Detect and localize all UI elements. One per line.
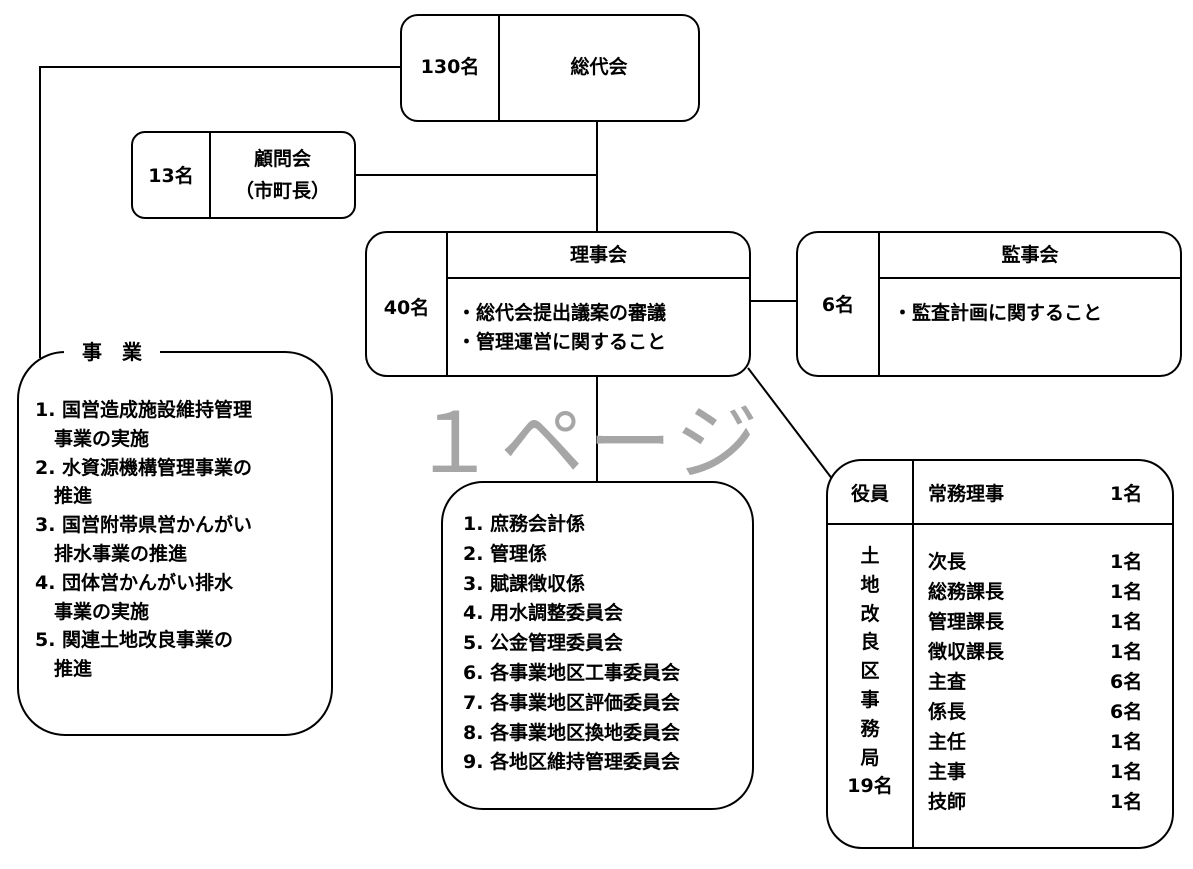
section-item: 2. 管理係 — [463, 542, 548, 565]
section-item: 7. 各事業地区評価委員会 — [463, 691, 681, 714]
business-item: 推進 — [35, 485, 93, 508]
staff-count: 6名 — [1110, 701, 1143, 723]
general-assembly-box: 130名 総代会 — [400, 14, 700, 122]
line-board-office — [747, 367, 834, 481]
staff-row: 主査 6名 — [928, 671, 1158, 701]
staff-row: 管理課長 1名 — [928, 611, 1158, 641]
business-item: 推進 — [35, 658, 93, 681]
auditors-item: ・監査計画に関すること — [893, 302, 1103, 324]
office-name-char: 良 — [860, 631, 880, 654]
staff-count: 1名 — [1110, 791, 1143, 813]
business-item: 4. 団体営かんがい排水 — [35, 571, 234, 594]
office-name-char: 改 — [860, 602, 880, 625]
business-title: 事 業 — [64, 340, 160, 364]
staff-count: 1名 — [1110, 731, 1143, 753]
staff-role: 主事 — [928, 761, 967, 783]
staff-role: 次長 — [928, 551, 967, 573]
business-box: 事 業 1. 国営造成施設維持管理 事業の実施 2. 水資源機構管理事業の 推進… — [17, 340, 333, 736]
line-assembly-business — [39, 66, 400, 358]
office-name-char: 局 — [860, 746, 880, 769]
staff-row: 次長 1名 — [928, 551, 1158, 581]
business-item: 2. 水資源機構管理事業の — [35, 456, 253, 479]
office-name-char: 区 — [860, 660, 880, 683]
office-box: 役員 常務理事 1名 土 地 改 良 区 事 務 局 19名 次長 1名 総務課… — [826, 459, 1174, 849]
auditors-box: 6名 監事会 ・監査計画に関すること — [796, 231, 1182, 377]
office-name-char: 務 — [860, 717, 880, 740]
office-name-vertical: 土 地 改 良 区 事 務 局 19名 — [828, 545, 912, 798]
staff-role: 総務課長 — [928, 581, 1005, 603]
sections-list: 1. 庶務会計係 2. 管理係 3. 賦課徴収係 4. 用水調整委員会 5. 公… — [463, 513, 680, 774]
auditors-count: 6名 — [821, 294, 855, 316]
advisory-name: 顧問会 — [253, 148, 311, 170]
section-item: 1. 庶務会計係 — [463, 513, 586, 535]
office-name-char: 事 — [860, 688, 880, 711]
staff-list: 次長 1名 総務課長 1名 管理課長 1名 徴収課長 1名 主査 6名 係長 6… — [928, 551, 1158, 821]
business-item: 事業の実施 — [35, 600, 150, 623]
section-item: 9. 各地区維持管理委員会 — [463, 751, 681, 774]
advisory-count: 13名 — [148, 165, 194, 187]
staff-row: 主任 1名 — [928, 731, 1158, 761]
staff-row: 総務課長 1名 — [928, 581, 1158, 611]
office-name-char: 地 — [860, 573, 880, 596]
auditors-name: 監事会 — [1001, 244, 1059, 266]
staff-count: 1名 — [1110, 641, 1143, 663]
officer-count: 1名 — [1110, 483, 1143, 505]
business-item: 排水事業の推進 — [35, 542, 188, 565]
board-item: ・総代会提出議案の審議 — [457, 302, 667, 324]
board-item: ・管理運営に関すること — [457, 331, 667, 353]
section-item: 6. 各事業地区工事委員会 — [463, 661, 681, 684]
staff-count: 1名 — [1110, 611, 1143, 633]
staff-role: 係長 — [928, 701, 967, 723]
staff-count: 6名 — [1110, 671, 1143, 693]
staff-count: 1名 — [1110, 581, 1143, 603]
advisory-box: 13名 顧問会 （市町長） — [131, 131, 356, 219]
section-item: 4. 用水調整委員会 — [463, 602, 624, 625]
general-assembly-count: 130名 — [420, 56, 480, 78]
staff-row: 技師 1名 — [928, 791, 1158, 821]
page-watermark: １ページ — [412, 394, 763, 492]
section-item: 3. 賦課徴収係 — [463, 572, 586, 595]
advisory-sub: （市町長） — [234, 180, 330, 202]
staff-row: 主事 1名 — [928, 761, 1158, 791]
officer-label: 役員 — [850, 483, 889, 505]
staff-row: 係長 6名 — [928, 701, 1158, 731]
business-item: 5. 関連土地改良事業の — [35, 629, 234, 652]
staff-row: 徴収課長 1名 — [928, 641, 1158, 671]
section-item: 8. 各事業地区換地委員会 — [463, 721, 681, 744]
business-list: 1. 国営造成施設維持管理 事業の実施 2. 水資源機構管理事業の 推進 3. … — [35, 399, 252, 681]
business-item: 3. 国営附帯県営かんがい — [35, 514, 253, 537]
sections-box: 1. 庶務会計係 2. 管理係 3. 賦課徴収係 4. 用水調整委員会 5. 公… — [441, 481, 754, 810]
staff-role: 徴収課長 — [928, 641, 1005, 663]
staff-count: 1名 — [1110, 551, 1143, 573]
staff-role: 管理課長 — [928, 611, 1005, 633]
board-count: 40名 — [383, 297, 430, 319]
staff-count: 1名 — [1110, 761, 1143, 783]
staff-role: 主査 — [928, 671, 967, 693]
officer-role: 常務理事 — [928, 483, 1005, 505]
board-box: 40名 理事会 ・総代会提出議案の審議 ・管理運営に関すること — [365, 231, 751, 377]
board-name: 理事会 — [569, 244, 627, 266]
business-item: 事業の実施 — [35, 427, 150, 450]
office-total: 19名 — [847, 775, 893, 798]
staff-role: 主任 — [928, 731, 967, 753]
general-assembly-name: 総代会 — [570, 56, 628, 78]
office-name-char: 土 — [860, 545, 880, 567]
section-item: 5. 公金管理委員会 — [463, 632, 624, 655]
staff-role: 技師 — [928, 791, 967, 813]
business-item: 1. 国営造成施設維持管理 — [35, 399, 253, 421]
